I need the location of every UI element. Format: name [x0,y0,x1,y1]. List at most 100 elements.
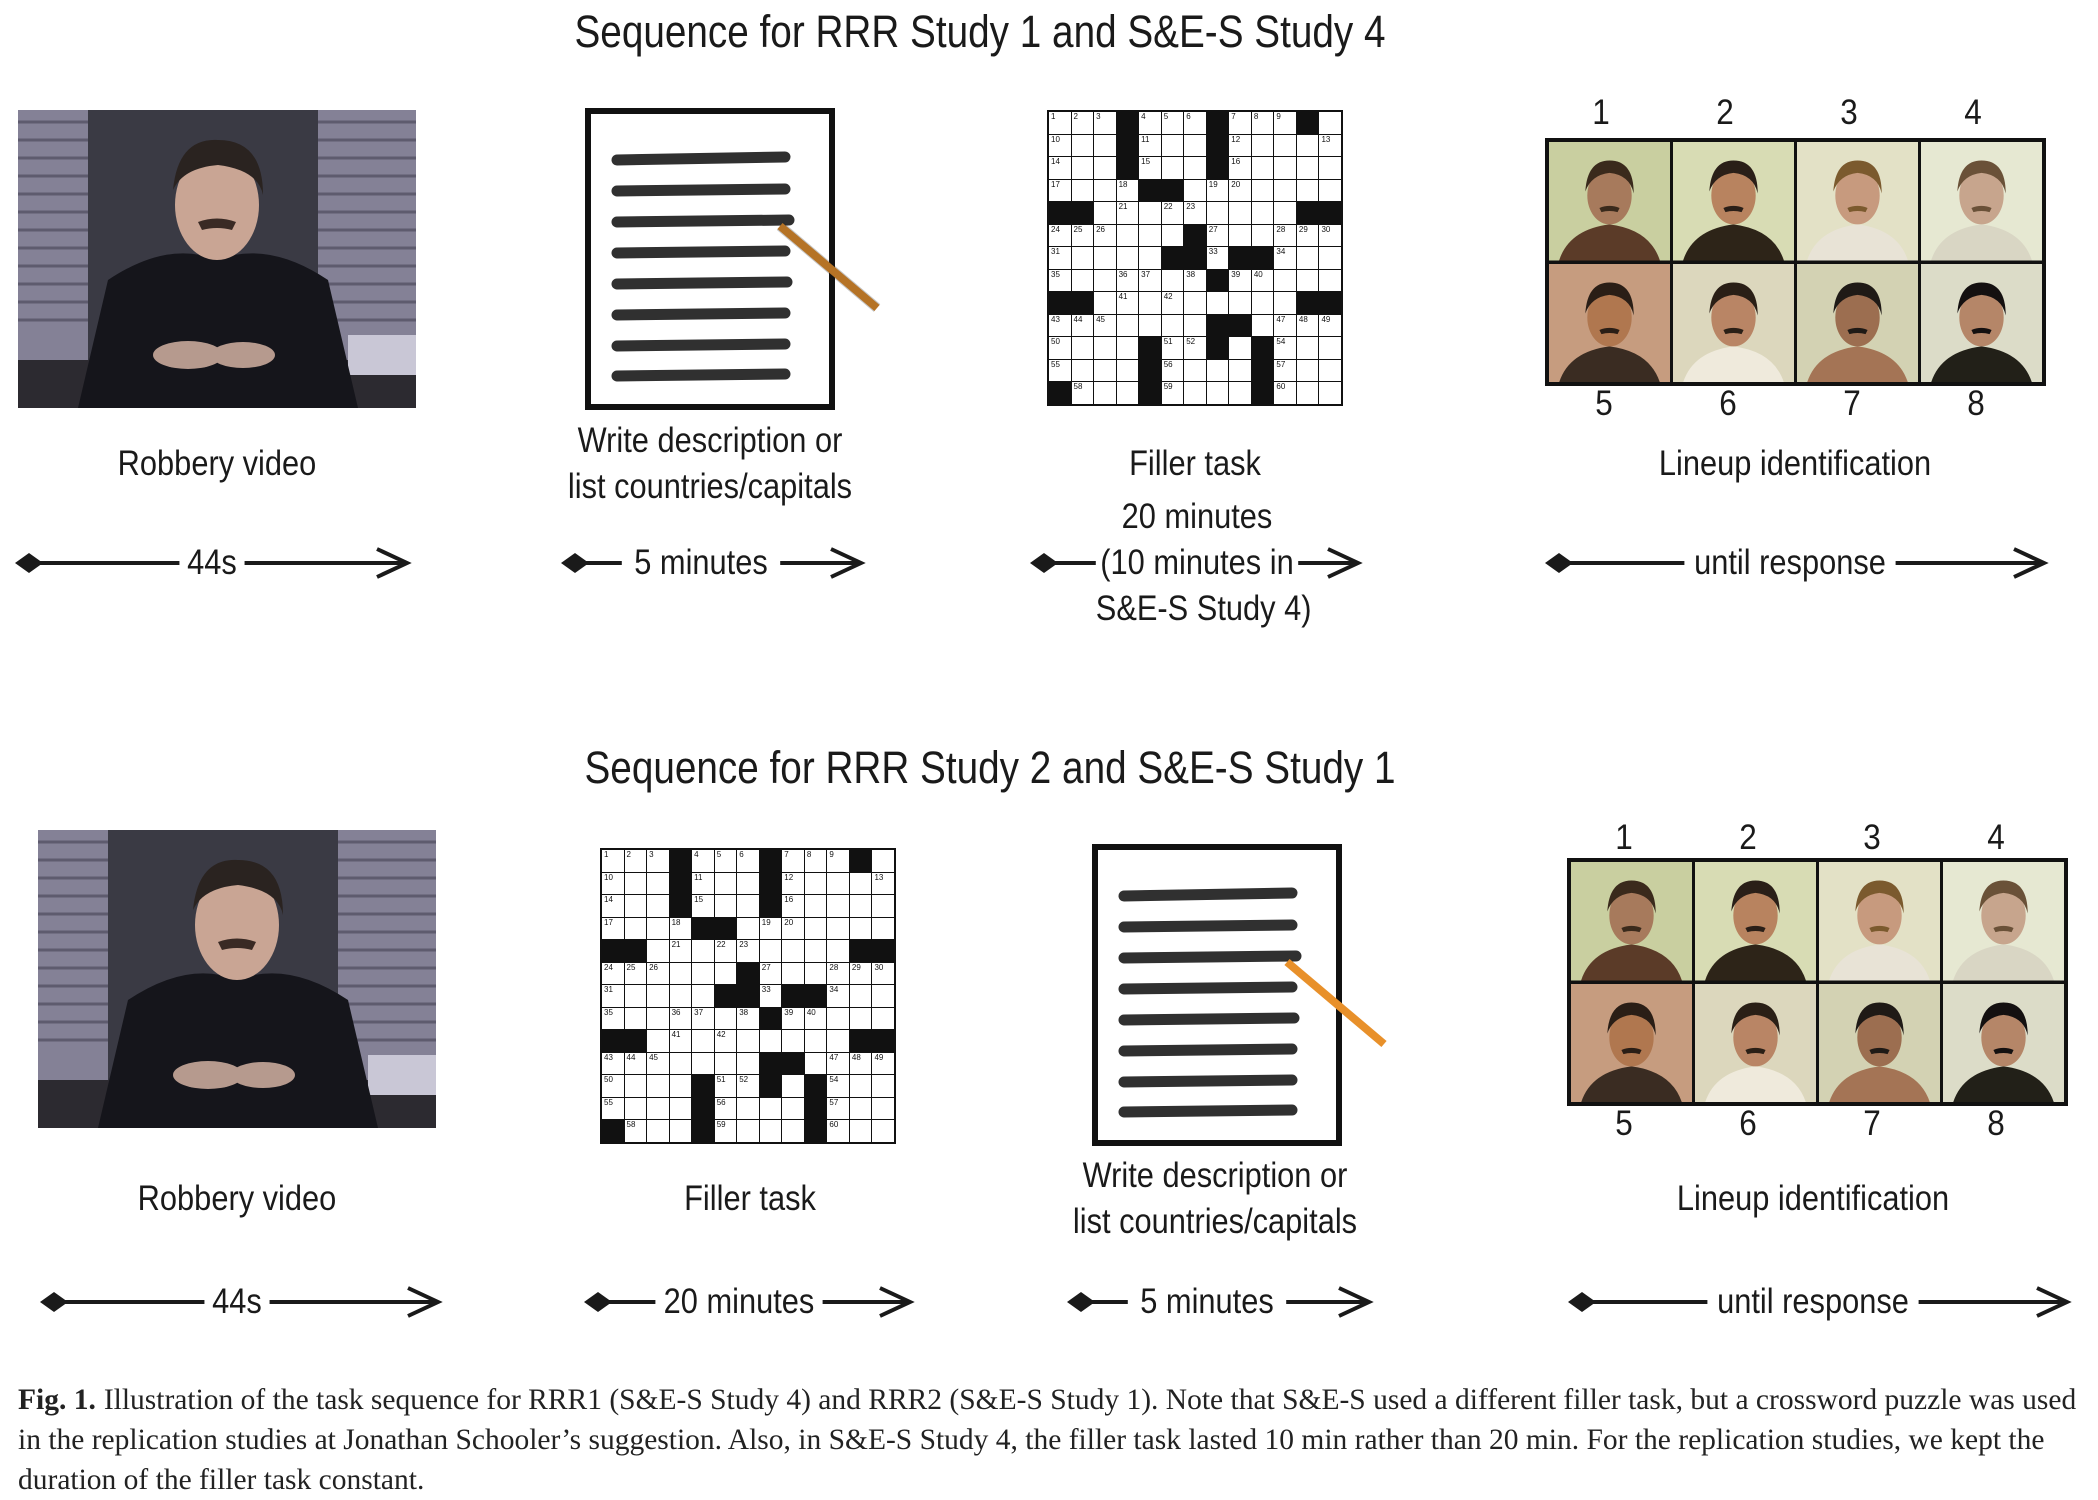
lineup-mugshot [1797,142,1918,261]
crossword-cell [804,962,827,985]
crossword-clue-number: 23 [739,940,749,950]
crossword-clue-number: 41 [1118,292,1128,302]
sequence-2-title: Sequence for RRR Study 2 and S&E-S Study… [584,742,1396,793]
lineup-mugshot [1797,263,1918,382]
arrow-right-icon [2013,547,2049,579]
crossword-cell [647,872,669,895]
crossword-cell [624,872,647,895]
crossword-cell: 19 [1206,179,1229,202]
crossword-cell: 27 [1206,224,1229,247]
crossword-cell [624,985,647,1007]
crossword-block-cell [1251,247,1274,269]
crossword-block-cell [1296,292,1319,314]
crossword-cell [624,1075,647,1097]
crossword-clue-number: 60 [829,1120,839,1130]
crossword-cell: 47 [1274,314,1296,337]
crossword-cell: 24 [1049,224,1071,247]
lineup-number: 3 [1863,818,1881,857]
crossword-cell: 37 [692,1007,714,1030]
crossword-clue-number: 28 [829,962,839,972]
crossword-block-cell [1161,179,1184,202]
crossword-block-cell [669,850,692,872]
crossword-clue-number: 18 [671,917,681,927]
crossword-clue-number: 39 [784,1007,794,1017]
crossword-cell: 6 [737,850,759,872]
crossword-block-cell [714,985,737,1007]
crossword-cell [692,962,714,985]
crossword-cell: 38 [1184,269,1206,292]
crossword-block-cell [1049,382,1071,404]
crossword-clue-number: 19 [1208,179,1218,189]
crossword-clue-number: 42 [1163,292,1173,302]
crossword-block-cell [737,985,759,1007]
lineup-mugshot [1819,983,1940,1102]
crossword-clue-number: 29 [1298,224,1308,234]
crossword-cell: 54 [827,1075,849,1097]
lineup-number: 7 [1843,384,1861,423]
crossword-cell: 33 [1206,247,1229,269]
crossword-cell [759,940,782,962]
crossword-clue-number: 9 [1276,112,1281,121]
crossword-cell: 49 [872,1052,894,1075]
duration-label: 44s [204,1280,270,1324]
lineup-number: 6 [1739,1104,1757,1143]
crossword-cell [737,895,759,917]
crossword-cell [1229,224,1251,247]
crossword-cell [759,1030,782,1052]
crossword-cell [669,1075,692,1097]
crossword-block-cell [759,1075,782,1097]
crossword-cell: 10 [602,872,624,895]
crossword-cell: 44 [1071,314,1094,337]
lineup-number: 4 [1964,93,1982,132]
crossword-clue-number: 10 [1051,134,1060,144]
crossword-cell [872,1120,894,1142]
crossword-cell: 25 [1071,224,1094,247]
crossword-cell: 49 [1319,314,1341,337]
crossword-cell [1139,292,1161,314]
crossword-cell [1319,337,1341,359]
crossword-cell [669,1052,692,1075]
crossword-clue-number: 5 [1163,112,1169,121]
lineup-mugshot [1673,142,1794,261]
crossword-cell [1274,269,1296,292]
duration-label: (10 minutes in [1095,541,1299,585]
crossword-cell [849,895,872,917]
crossword-clue-number: 55 [604,1097,613,1107]
crossword-cell [827,872,849,895]
crossword-cell: 29 [849,962,872,985]
crossword-cell [849,1120,872,1142]
crossword-cell [1116,382,1139,404]
crossword-clue-number: 27 [1208,224,1218,234]
crossword-clue-number: 17 [604,917,613,927]
crossword-cell: 55 [1049,359,1071,382]
lineup-number: 5 [1595,384,1613,423]
crossword-block-cell [1206,157,1229,179]
step-label: Robbery video [117,444,317,483]
crossword-cell [692,985,714,1007]
crossword-cell: 21 [1116,202,1139,224]
crossword-block-cell [1251,337,1274,359]
crossword-clue-number: 31 [604,985,613,995]
crossword-clue-number: 54 [829,1075,839,1085]
crossword-clue-number: 12 [784,872,794,882]
crossword-clue-number: 55 [1051,359,1060,369]
crossword-cell [849,1007,872,1030]
crossword-cell: 34 [1274,247,1296,269]
crossword-cell [1251,224,1274,247]
crossword-clue-number: 28 [1276,224,1286,234]
crossword-cell: 26 [647,962,669,985]
lineup-photo-array [1567,858,2068,1106]
crossword-clue-number: 47 [1276,314,1286,324]
crossword-block-cell [1049,292,1071,314]
crossword-cell: 45 [647,1052,669,1075]
crossword-clue-number: 22 [716,940,726,950]
crossword-cell [872,850,894,872]
duration-timeline: 44s [15,541,415,585]
crossword-block-cell [1229,314,1251,337]
crossword-block-cell [692,1120,714,1142]
crossword-cell [1296,157,1319,179]
crossword-cell: 48 [849,1052,872,1075]
crossword-cell [1296,179,1319,202]
crossword-cell [1094,179,1116,202]
crossword-cell: 5 [714,850,737,872]
